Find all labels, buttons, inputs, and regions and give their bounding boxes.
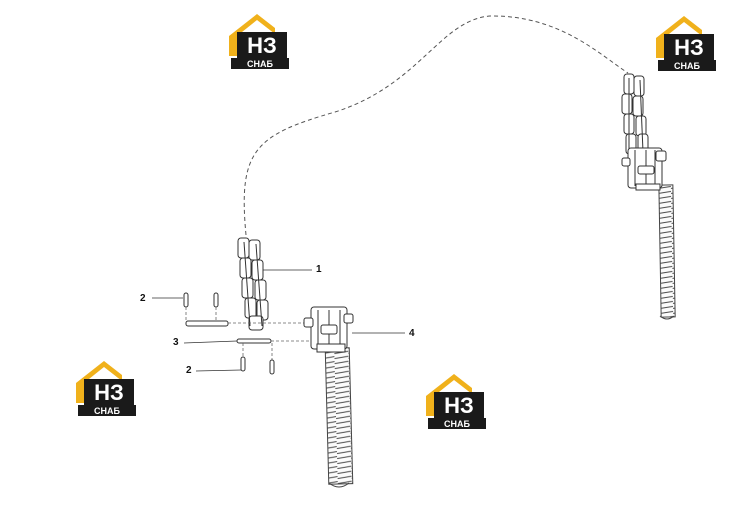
leader-lines <box>152 269 405 372</box>
callout-3: 3 <box>173 337 179 348</box>
clevis-part-4 <box>303 306 354 488</box>
pins-part-2 <box>183 292 275 375</box>
callout-1: 1 <box>316 264 322 275</box>
callout-2-top: 2 <box>140 293 146 304</box>
logo-primary-text: НЗ <box>444 393 474 418</box>
logo-primary-text: НЗ <box>94 380 124 405</box>
logo-primary-text: НЗ <box>247 33 277 58</box>
right-chain <box>621 73 649 155</box>
axles-part-3 <box>185 320 272 344</box>
callout-4: 4 <box>409 328 415 339</box>
logo-secondary-text: СНАБ <box>674 61 700 71</box>
right-assembly <box>621 73 676 320</box>
logo-secondary-text: СНАБ <box>94 406 120 416</box>
logo-secondary-text: СНАБ <box>247 59 273 69</box>
logo-secondary-text: СНАБ <box>444 419 470 429</box>
dashed-cable <box>243 15 629 236</box>
chain-part-1 <box>237 237 269 331</box>
logo-primary-text: НЗ <box>674 35 704 60</box>
right-clevis <box>621 147 667 191</box>
callout-2-bottom: 2 <box>186 365 192 376</box>
alignment-lines <box>185 307 318 360</box>
